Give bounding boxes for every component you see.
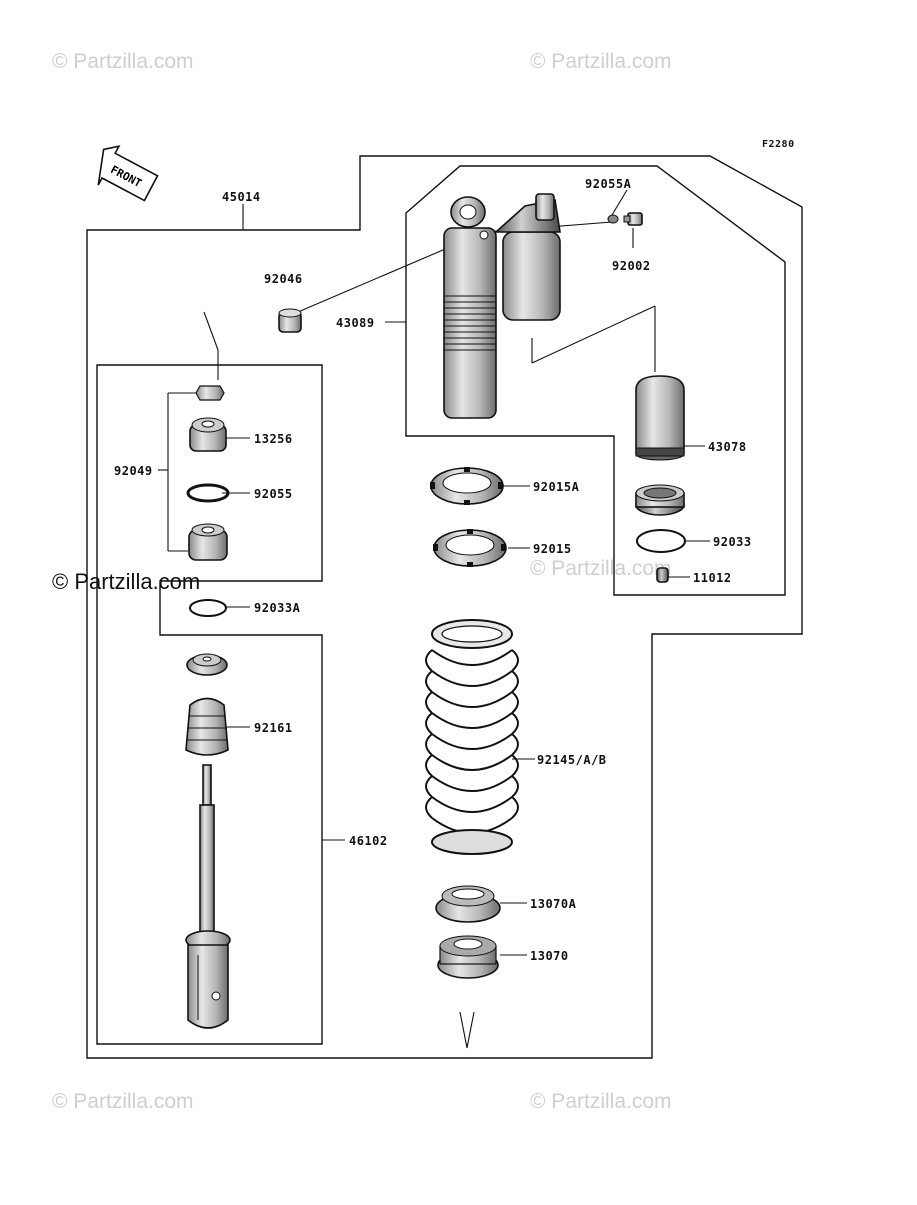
part-13070-seat[interactable]	[437, 935, 499, 979]
label-92015A[interactable]: 92015A	[533, 480, 580, 494]
assembly-frame-45014	[86, 155, 803, 1059]
part-13070A-seat[interactable]	[435, 885, 501, 923]
label-92049[interactable]: 92049	[114, 464, 153, 478]
part-92049-bushing[interactable]	[188, 523, 228, 561]
part-43089-shock-body[interactable]	[443, 193, 561, 419]
label-92161[interactable]: 92161	[254, 721, 293, 735]
part-92161-bump-stop[interactable]	[185, 697, 229, 756]
part-43078-bladder[interactable]	[635, 375, 685, 461]
part-92055-o-ring[interactable]	[186, 483, 230, 503]
front-arrow-icon: FRONT	[97, 145, 159, 202]
part-11012-cap[interactable]	[656, 567, 669, 583]
label-92055A[interactable]: 92055A	[585, 177, 632, 191]
label-13256[interactable]: 13256	[254, 432, 293, 446]
label-92002[interactable]: 92002	[612, 259, 651, 273]
label-13070[interactable]: 13070	[530, 949, 569, 963]
watermark-middle-right: © Partzilla.com	[530, 557, 672, 580]
part-92033A-circlip[interactable]	[189, 599, 227, 617]
part-92002-bolt[interactable]	[623, 212, 643, 226]
part-stopper-plate[interactable]	[186, 653, 228, 676]
label-46102[interactable]: 46102	[349, 834, 388, 848]
label-45014[interactable]: 45014	[222, 190, 261, 204]
watermark-top-right: © Partzilla.com	[530, 50, 672, 73]
watermark-bottom-right: © Partzilla.com	[530, 1090, 672, 1113]
assembly-frame-left	[96, 364, 323, 1045]
label-43089[interactable]: 43089	[336, 316, 375, 330]
diagram-code: F2280	[762, 139, 795, 150]
label-92145[interactable]: 92145/A/B	[537, 753, 607, 767]
label-13070A[interactable]: 13070A	[530, 897, 577, 911]
part-nut-top[interactable]	[195, 385, 225, 401]
label-92015[interactable]: 92015	[533, 542, 572, 556]
part-92145-spring[interactable]	[425, 619, 519, 855]
label-92033A[interactable]: 92033A	[254, 601, 301, 615]
label-92046[interactable]: 92046	[264, 272, 303, 286]
part-46102-rod-assembly[interactable]	[185, 764, 231, 1029]
part-reservoir-cap[interactable]	[635, 484, 685, 516]
part-92055A-o-ring[interactable]	[607, 214, 619, 224]
part-92015A-locknut[interactable]	[430, 467, 504, 505]
part-92033-circlip[interactable]	[636, 529, 686, 553]
watermark-bottom-left: © Partzilla.com	[52, 1090, 194, 1113]
label-92055[interactable]: 92055	[254, 487, 293, 501]
part-92015-nut[interactable]	[433, 529, 507, 567]
part-92046-bushing[interactable]	[278, 308, 302, 333]
label-92033[interactable]: 92033	[713, 535, 752, 549]
assembly-frame-43089	[405, 165, 786, 596]
part-13256-bushing[interactable]	[189, 417, 227, 452]
watermark-top-left: © Partzilla.com	[52, 50, 194, 73]
label-43078[interactable]: 43078	[708, 440, 747, 454]
label-11012[interactable]: 11012	[693, 571, 732, 585]
